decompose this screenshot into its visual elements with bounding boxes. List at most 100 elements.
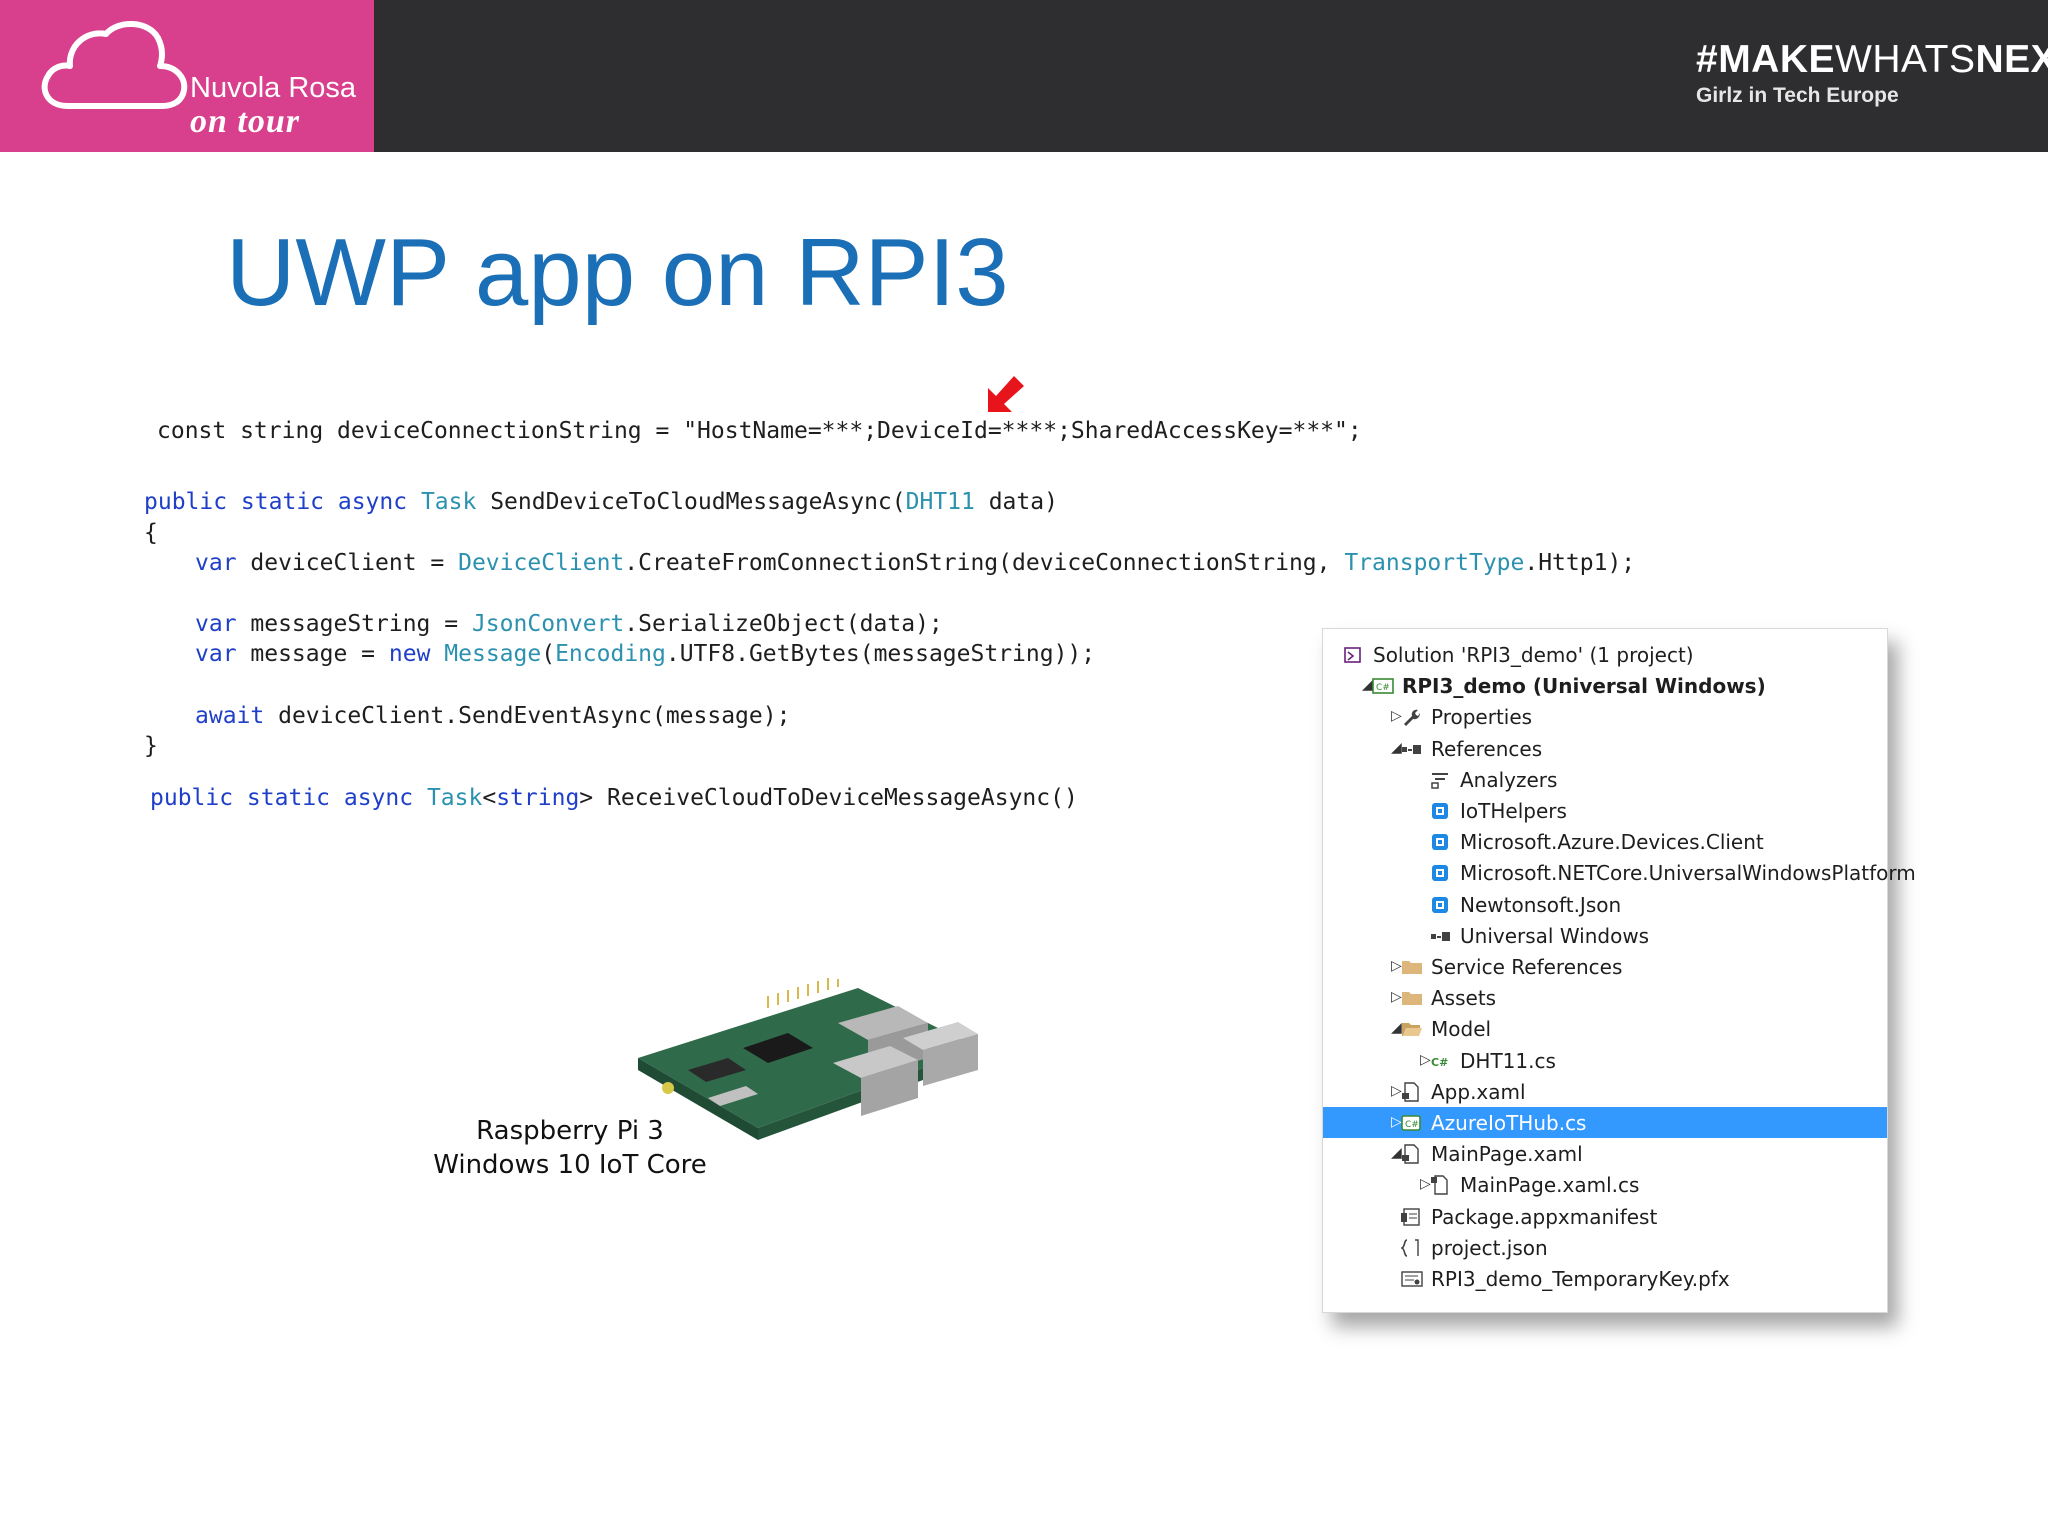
- tagline-part-make: #MAKE: [1696, 38, 1836, 81]
- code-text: .CreateFromConnectionString(deviceConnec…: [624, 550, 1345, 576]
- xaml-file-icon: [1401, 1082, 1421, 1102]
- package-icon: [1430, 895, 1450, 915]
- tree-item[interactable]: Analyzers: [1323, 764, 1887, 795]
- tree-item-label: MainPage.xaml.cs: [1460, 1173, 1640, 1198]
- tree-item[interactable]: ◢C# RPI3_demo (Universal Windows): [1323, 670, 1887, 701]
- references-icon: [1401, 739, 1421, 759]
- tree-item[interactable]: Microsoft.Azure.Devices.Client: [1323, 826, 1887, 857]
- expand-arrow-icon[interactable]: ▷: [1391, 1082, 1402, 1099]
- code-type: Encoding: [555, 641, 666, 667]
- code-keyword: var: [195, 641, 237, 667]
- code-text: .SerializeObject(data);: [624, 611, 943, 637]
- code-send-signature: public static async Task SendDeviceToClo…: [144, 489, 1058, 515]
- expand-arrow-icon[interactable]: ▷: [1391, 708, 1402, 725]
- analyzers-icon: [1430, 770, 1450, 790]
- code-type: Task: [426, 785, 483, 811]
- tree-item-label: IoTHelpers: [1460, 799, 1567, 823]
- expand-arrow-icon[interactable]: ▷: [1420, 1176, 1431, 1193]
- tree-item[interactable]: IoTHelpers: [1323, 795, 1887, 826]
- tree-item[interactable]: ▷C# DHT11.cs: [1323, 1045, 1887, 1076]
- expand-arrow-icon[interactable]: ▷: [1391, 1114, 1402, 1130]
- tree-item-label: DHT11.cs: [1460, 1048, 1556, 1073]
- code-type: DeviceClient: [458, 550, 625, 576]
- tree-item[interactable]: ▷Service References: [1323, 951, 1887, 982]
- code-keyword: public static async: [150, 785, 427, 811]
- folder-open-icon: [1401, 1019, 1422, 1039]
- tree-item[interactable]: ▷App.xaml: [1323, 1076, 1887, 1107]
- code-type: Message: [444, 641, 542, 667]
- code-line-device-client: var deviceClient = DeviceClient.CreateFr…: [195, 550, 1635, 576]
- code-text: deviceClient =: [236, 550, 459, 576]
- code-brace-open: {: [144, 520, 158, 546]
- caption-line-1: Raspberry Pi 3: [476, 1116, 664, 1146]
- collapse-arrow-icon[interactable]: ◢: [1391, 739, 1402, 756]
- caption-line-2: Windows 10 IoT Core: [433, 1150, 707, 1180]
- tree-item-label: Solution 'RPI3_demo' (1 project): [1373, 643, 1694, 667]
- tree-item[interactable]: Newtonsoft.Json: [1323, 889, 1887, 920]
- code-text: [430, 641, 444, 667]
- folder-icon: [1401, 988, 1422, 1008]
- tree-item[interactable]: RPI3_demo_TemporaryKey.pfx: [1323, 1263, 1887, 1294]
- tree-item-label: Assets: [1431, 986, 1497, 1011]
- code-text: >: [579, 785, 594, 811]
- package-icon: [1430, 832, 1450, 852]
- package-icon: [1430, 863, 1450, 883]
- json-file-icon: [1399, 1238, 1421, 1258]
- code-text: ReceiveCloudToDeviceMessageAsync(): [593, 785, 1078, 811]
- tree-item[interactable]: ◢ Model: [1323, 1013, 1887, 1044]
- code-keyword: await: [195, 703, 265, 729]
- code-text: data): [974, 489, 1058, 515]
- tree-item[interactable]: Universal Windows: [1323, 920, 1887, 951]
- collapse-arrow-icon[interactable]: ◢: [1391, 1020, 1402, 1037]
- cloud-icon: [41, 20, 188, 109]
- tree-item[interactable]: ◢MainPage.xaml: [1323, 1138, 1887, 1169]
- tree-item[interactable]: Microsoft.NETCore.UniversalWindowsPlatfo…: [1323, 857, 1916, 888]
- code-type: DHT11: [905, 489, 975, 515]
- tree-item[interactable]: Package.appxmanifest: [1323, 1201, 1887, 1232]
- code-keyword: new: [388, 641, 431, 667]
- expand-arrow-icon[interactable]: ▷: [1420, 1051, 1431, 1068]
- folder-icon: [1401, 957, 1422, 977]
- manifest-icon: [1401, 1207, 1421, 1227]
- csharp-class-icon: C#: [1401, 1113, 1421, 1133]
- tree-item-label: Microsoft.Azure.Devices.Client: [1460, 830, 1764, 855]
- code-text: <: [482, 785, 497, 811]
- tree-item[interactable]: ◢References: [1323, 733, 1887, 764]
- tree-item[interactable]: ▷ MainPage.xaml.cs: [1323, 1169, 1887, 1200]
- tree-item[interactable]: Solution 'RPI3_demo' (1 project): [1323, 639, 1887, 670]
- code-line-message-string: var messageString = JsonConvert.Serializ…: [195, 611, 943, 637]
- tree-item[interactable]: ▷ Assets: [1323, 982, 1887, 1013]
- tree-item[interactable]: project.json: [1323, 1232, 1887, 1263]
- slide-title: UWP app on RPI3: [226, 219, 1009, 326]
- expand-arrow-icon[interactable]: ▷: [1391, 989, 1402, 1006]
- subtagline: Girlz in Tech Europe: [1696, 84, 1899, 107]
- tree-item-label: Package.appxmanifest: [1431, 1204, 1658, 1229]
- svg-text:C#: C#: [1405, 1120, 1419, 1130]
- tree-item-label: RPI3_demo (Universal Windows): [1402, 674, 1766, 699]
- references-icon: [1430, 926, 1450, 946]
- tagline-part-whats: WHATS: [1835, 38, 1976, 81]
- tagline: #MAKEWHATSNEXT: [1696, 38, 2048, 82]
- tree-item-label: AzureIoTHub.cs: [1431, 1111, 1587, 1135]
- tree-item[interactable]: ▷C# AzureIoTHub.cs: [1323, 1107, 1887, 1138]
- expand-arrow-icon[interactable]: ▷: [1391, 958, 1402, 974]
- header-bar: Nuvola Rosa on tour #MAKEWHATSNEXT Girlz…: [0, 0, 2048, 152]
- svg-text:C#: C#: [1376, 683, 1390, 693]
- tree-item-label: Model: [1431, 1017, 1492, 1042]
- raspberry-pi-caption: Raspberry Pi 3 Windows 10 IoT Core: [400, 1114, 740, 1182]
- svg-text:C#: C#: [1431, 1056, 1448, 1069]
- collapse-arrow-icon[interactable]: ◢: [1362, 677, 1373, 694]
- tree-item[interactable]: ▷ Properties: [1323, 701, 1887, 732]
- tree-item-label: RPI3_demo_TemporaryKey.pfx: [1431, 1267, 1730, 1291]
- solution-icon: [1343, 645, 1363, 665]
- code-text: .Http1);: [1524, 550, 1636, 576]
- code-keyword: string: [496, 785, 580, 811]
- code-text: message =: [236, 641, 389, 667]
- certificate-icon: [1401, 1269, 1423, 1289]
- code-receive-signature: public static async Task<string> Receive…: [150, 785, 1078, 811]
- code-text: .UTF8.GetBytes(messageString));: [665, 641, 1096, 667]
- collapse-arrow-icon[interactable]: ◢: [1391, 1145, 1402, 1162]
- code-type: Task: [420, 489, 477, 515]
- tree-item-label: Properties: [1431, 705, 1533, 730]
- tree-item-label: Analyzers: [1460, 767, 1558, 792]
